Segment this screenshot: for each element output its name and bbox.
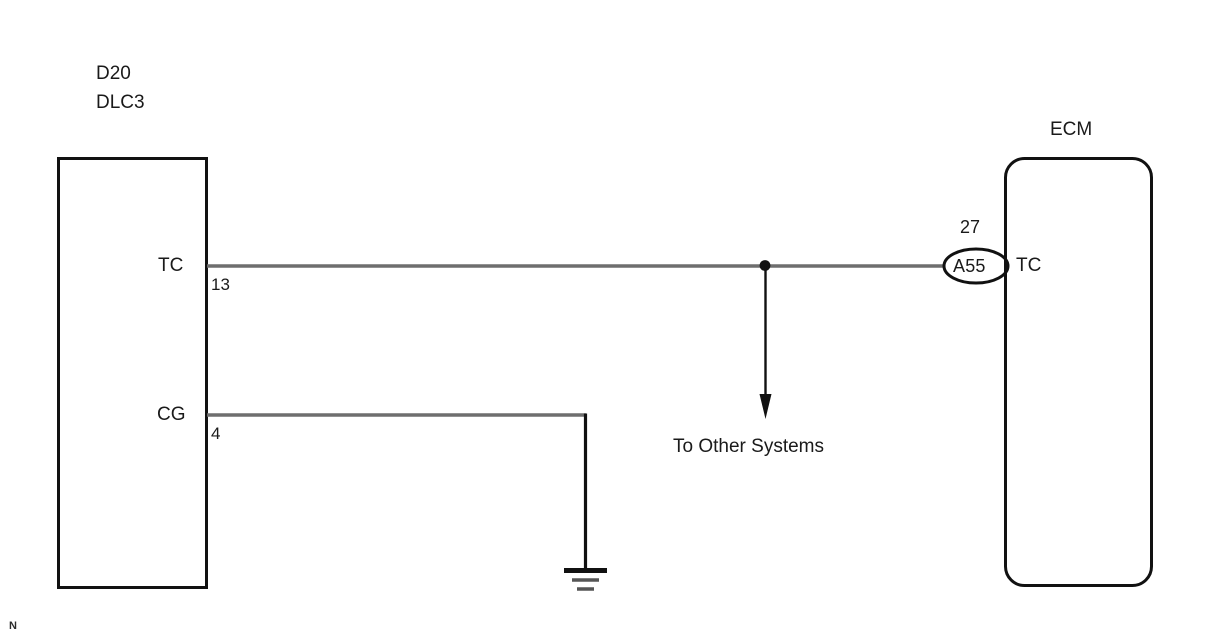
dlc3-name-label: DLC3	[96, 92, 145, 113]
ecm-connector-code: A55	[953, 256, 986, 276]
ecm-name-label: ECM	[1050, 119, 1093, 140]
corner-mark: N	[9, 620, 17, 632]
dlc3-pin-cg-number: 4	[211, 424, 221, 443]
dlc3-pin-cg-name: CG	[157, 404, 186, 425]
dlc3-pin-tc-name: TC	[158, 255, 184, 276]
ecm-box	[1004, 157, 1153, 587]
dlc3-code-label: D20	[96, 63, 131, 84]
ecm-connector-number: 27	[960, 217, 981, 237]
dlc3-pin-tc-number: 13	[211, 275, 230, 294]
ecm-pin-tc-name: TC	[1016, 255, 1042, 276]
ground-symbol	[564, 568, 607, 591]
branch-label: To Other Systems	[673, 436, 824, 457]
connector-oval-a55	[942, 247, 1010, 285]
junction-dot	[759, 260, 771, 271]
dlc3-connector-box	[57, 157, 208, 589]
branch-arrowhead	[759, 394, 772, 419]
